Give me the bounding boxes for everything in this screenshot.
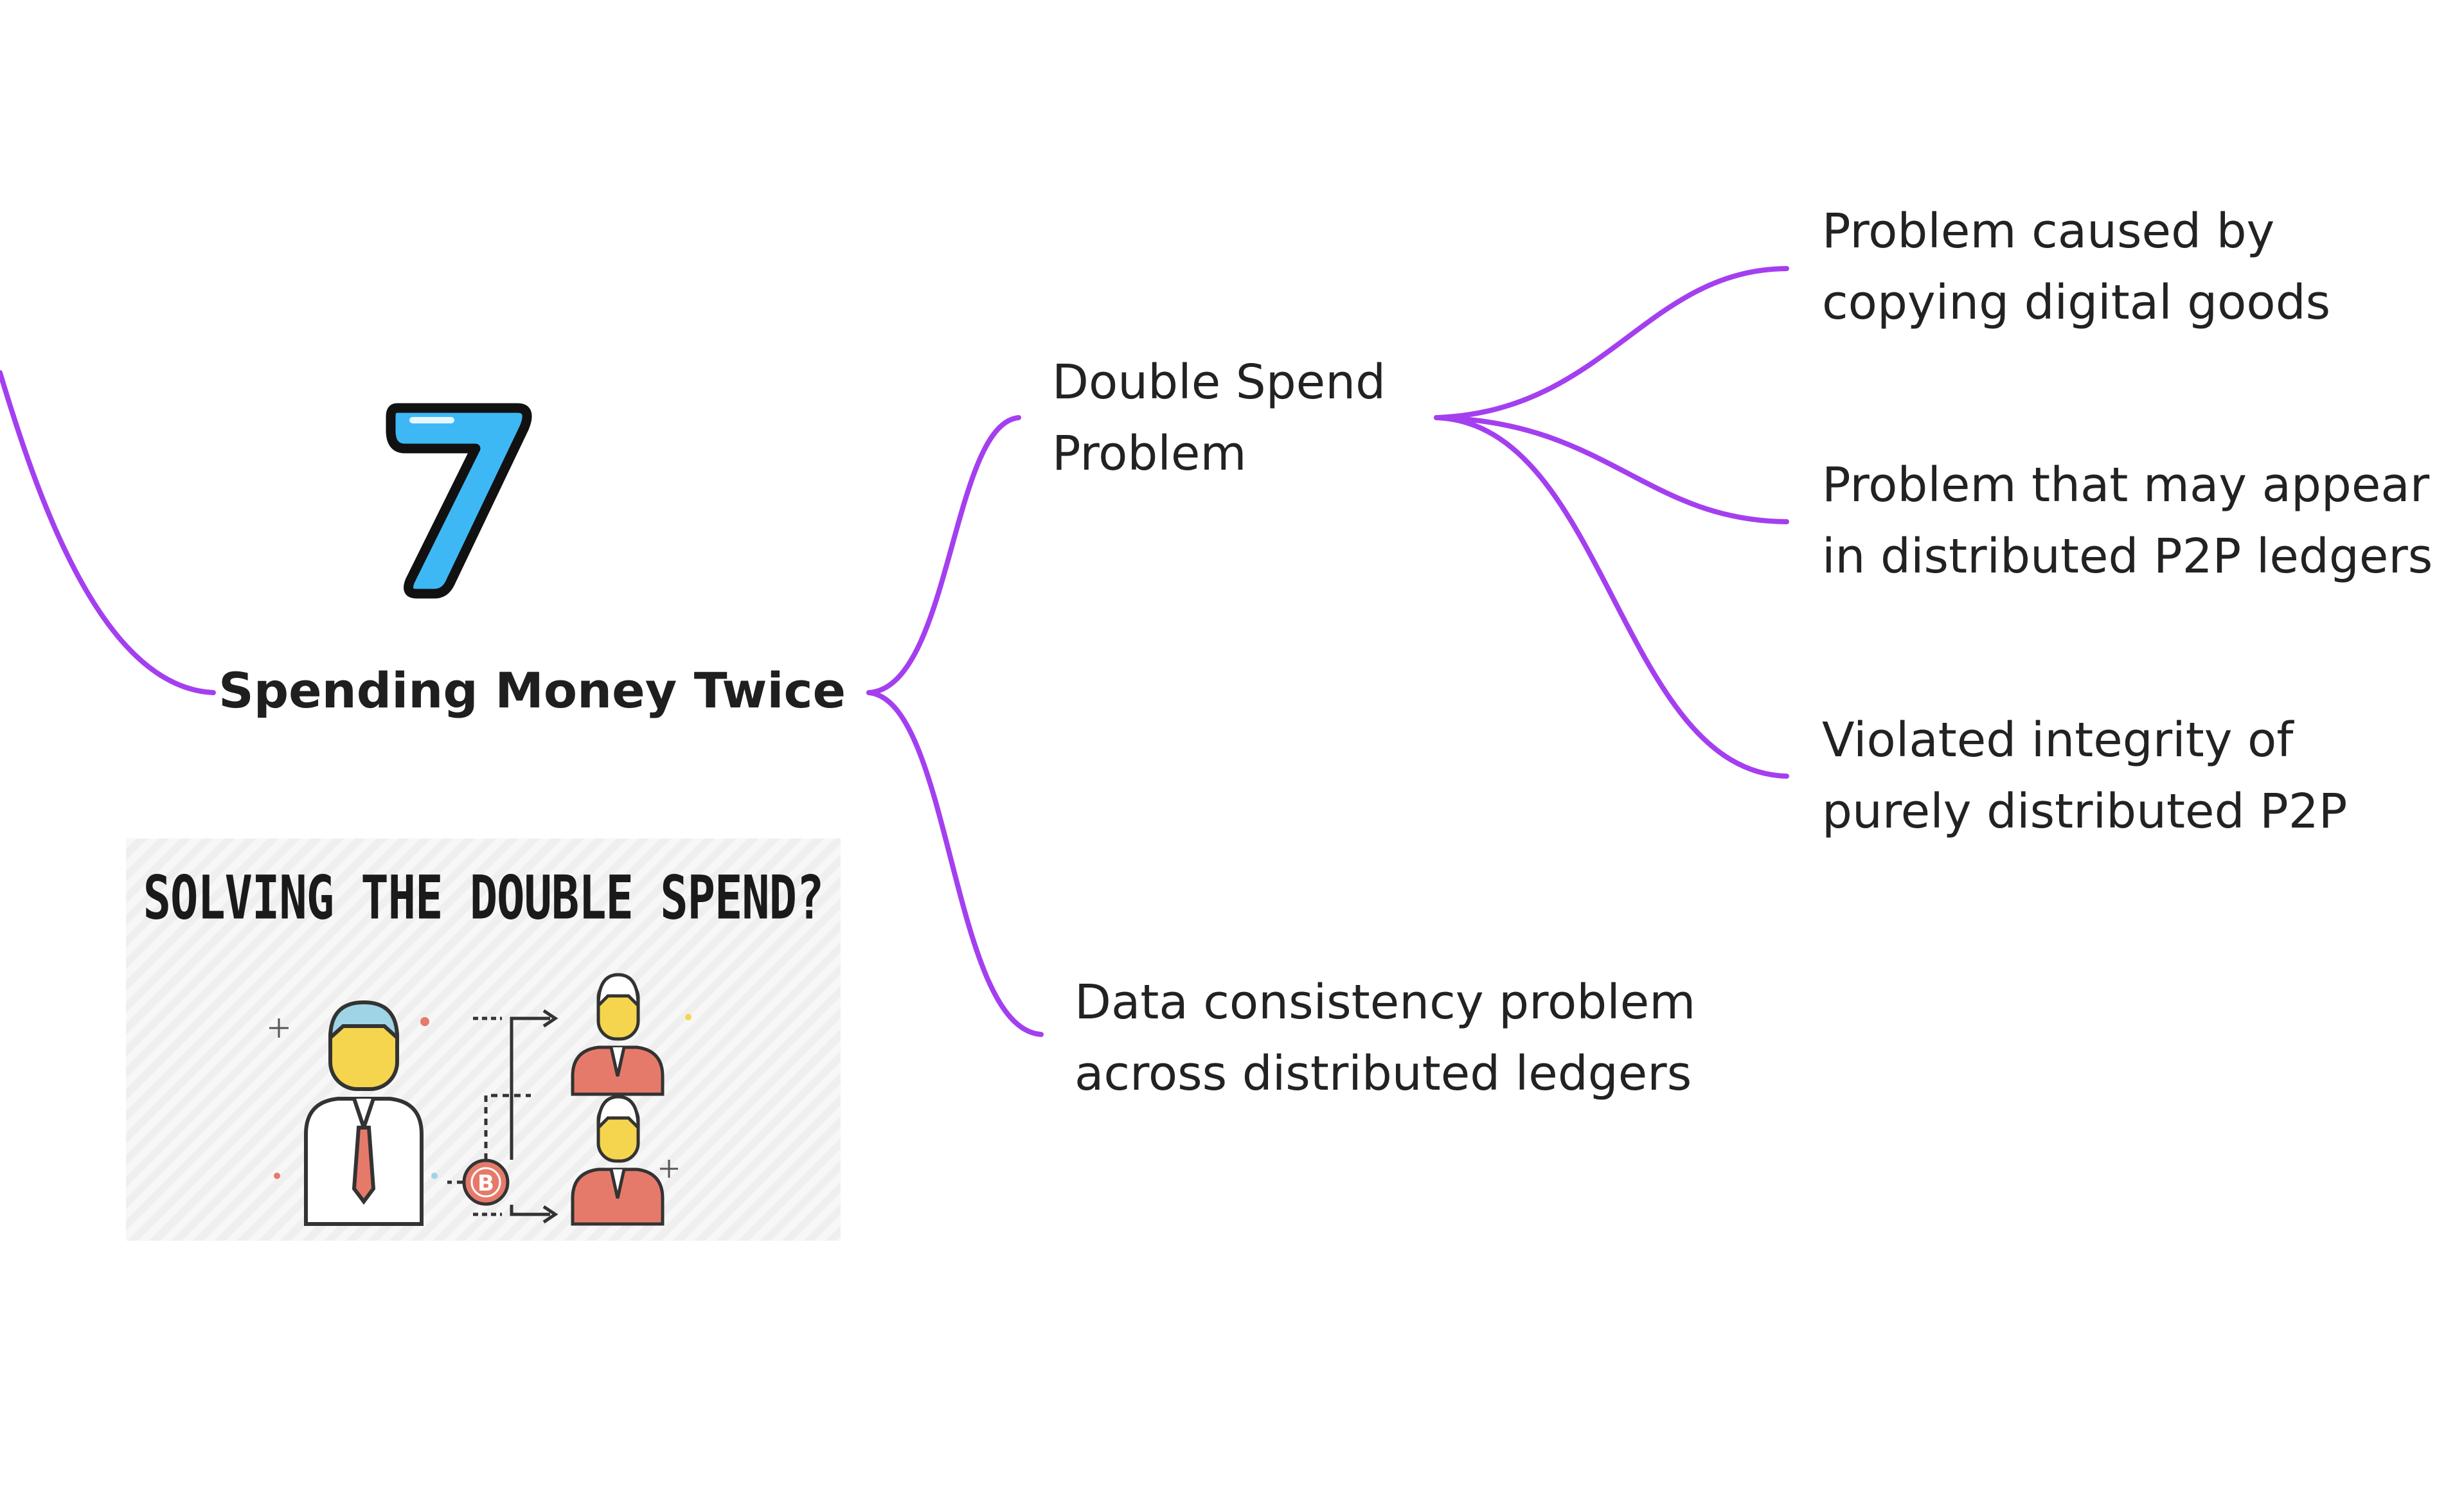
bitcoin-icon: B: [462, 1158, 510, 1206]
node-distributed-p2p-ledgers[interactable]: Problem that may appear in distributed P…: [1822, 450, 2433, 592]
node-double-spend-problem[interactable]: Double Spend Problem: [1052, 347, 1386, 490]
node-label-line: purely distributed P2P: [1822, 784, 2348, 839]
node-violated-integrity[interactable]: Violated integrity of purely distributed…: [1822, 705, 2347, 847]
node-label-line: Problem that may appear: [1822, 457, 2430, 513]
double-spend-illustration: SOLVING THE DOUBLE SPEND? B: [126, 838, 841, 1241]
illustration-caption: SOLVING THE DOUBLE SPEND?: [143, 862, 825, 933]
connector-to-data-consistency: [866, 690, 1044, 1037]
connector-to-violated-integrity: [1434, 415, 1789, 779]
node-label-line: Problem: [1052, 426, 1247, 481]
recipient-person-icon: [571, 1095, 665, 1226]
central-topic-title[interactable]: Spending Money Twice: [219, 662, 846, 719]
node-label-line: Violated integrity of: [1822, 713, 2294, 768]
number-seven-badge: 7: [386, 403, 532, 599]
connector-to-double-spend: [866, 415, 1021, 695]
node-copying-digital-goods[interactable]: Problem caused by copying digital goods: [1822, 196, 2330, 339]
node-label-line: copying digital goods: [1822, 275, 2331, 330]
node-label-line: in distributed P2P ledgers: [1822, 529, 2433, 584]
recipient-person-icon: [571, 973, 665, 1096]
double-spend-art: B: [269, 973, 692, 1226]
sparkle-decorations: [269, 1018, 678, 1178]
node-label-line: across distributed ledgers: [1075, 1046, 1692, 1101]
node-label-line: Double Spend: [1052, 355, 1386, 410]
svg-text:B: B: [478, 1171, 494, 1196]
sender-person-icon: [304, 1000, 424, 1226]
node-label-line: Data consistency problem: [1075, 975, 1696, 1030]
node-label-line: Problem caused by: [1822, 204, 2275, 259]
connector-to-copying-digital-goods: [1434, 266, 1789, 420]
node-data-consistency-problem[interactable]: Data consistency problem across distribu…: [1075, 967, 1695, 1110]
connector-to-distributed-ledgers: [1434, 415, 1789, 524]
connector-incoming: [0, 370, 216, 695]
